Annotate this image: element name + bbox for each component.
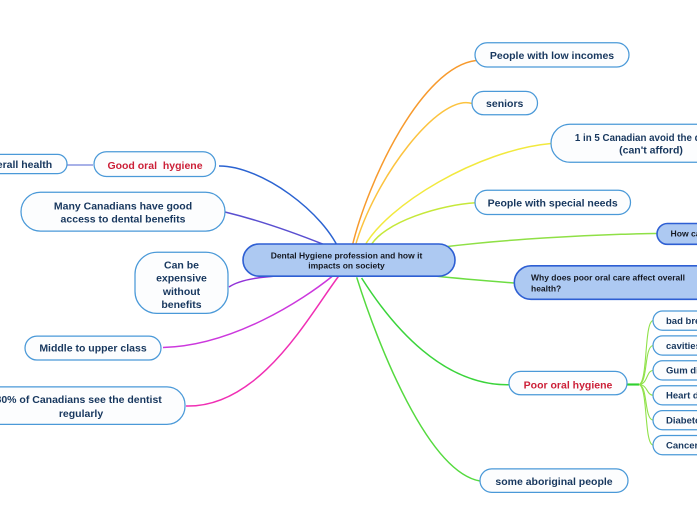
svg-text:Dental Hygiene profession and: Dental Hygiene profession and how it [271,251,423,261]
svg-text:How can we fix it: How can we fix it [671,228,697,238]
svg-text:bad breath: bad breath [666,316,697,327]
svg-text:80% of Canadians see the denti: 80% of Canadians see the dentist [0,394,162,406]
svg-text:People with low incomes: People with low incomes [490,50,614,62]
svg-text:Can be: Can be [164,259,199,271]
svg-text:seniors: seniors [486,98,524,110]
svg-text:expensive: expensive [156,273,207,285]
svg-text:Many Canadians have good: Many Canadians have good [54,200,192,212]
svg-text:cavities: cavities [666,341,697,352]
svg-text:People with special needs: People with special needs [488,197,618,209]
svg-text:Gum disease: Gum disease [666,366,697,377]
svg-text:Diabetes: Diabetes [666,416,697,427]
svg-text:health?: health? [531,283,561,293]
svg-text:1 in 5 Canadian avoid the dent: 1 in 5 Canadian avoid the dentist [575,132,697,144]
svg-text:benefits: benefits [161,299,201,311]
svg-text:overall health: overall health [0,159,52,171]
svg-text:Heart disease: Heart disease [666,391,697,402]
svg-text:impacts on society: impacts on society [308,261,385,271]
svg-text:without: without [162,286,201,298]
svg-text:Cancer: Cancer [666,440,697,451]
svg-text:(can't afford): (can't afford) [619,144,683,156]
svg-text:Poor oral hygiene: Poor oral hygiene [524,379,613,391]
svg-text:regularly: regularly [59,408,104,420]
svg-text:some aboriginal people: some aboriginal people [495,476,612,488]
svg-text:Middle to upper class: Middle to upper class [39,343,147,355]
svg-text:Good oral hygiene: Good oral hygiene [107,160,202,172]
svg-text:access to dental benefits: access to dental benefits [61,213,186,225]
svg-text:Why does poor oral care affect: Why does poor oral care affect overall [531,273,685,283]
